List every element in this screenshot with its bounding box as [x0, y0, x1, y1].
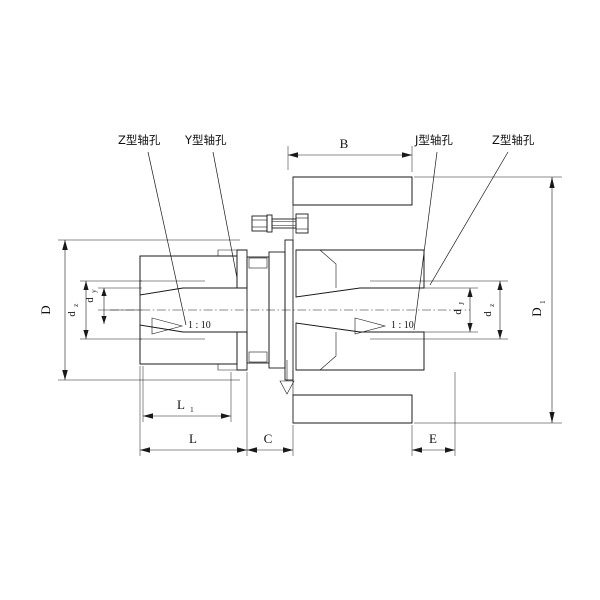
dim-B-arrow-right — [402, 152, 412, 158]
dim-D1-sub: 1 — [538, 300, 547, 304]
dim-dz-right-label: d — [483, 311, 494, 317]
dimension-D: D — [38, 239, 240, 381]
right-hub-assembly — [292, 176, 425, 424]
dimension-L: L — [139, 366, 248, 456]
leader-z-left — [147, 151, 187, 326]
dim-L1-label: L — [177, 397, 185, 412]
dim-dy-left-label: d — [85, 297, 96, 303]
dim-C-arrow-right — [283, 447, 293, 453]
dimension-B: B — [287, 136, 413, 172]
dim-B-label: B — [340, 136, 349, 151]
dim-L1-arrow-left — [143, 413, 153, 419]
hub-internal-step-bottom — [319, 332, 337, 371]
leader-j-right — [413, 151, 438, 331]
callout-z-bore-right: Z型轴孔 — [492, 133, 535, 147]
dim-dz-arrow-top — [83, 281, 89, 290]
right-bore-lower-profile — [295, 322, 424, 333]
callout-j-bore-right: J型轴孔 — [414, 133, 453, 147]
dim-E-arrow-right — [445, 447, 455, 453]
keyway-wedge-marker — [279, 380, 295, 395]
dim-dz-right-sub: z — [487, 303, 496, 307]
dim-dzr-arrow-top — [497, 281, 503, 290]
dimension-E: E — [411, 372, 456, 456]
left-bore-lower-profile — [139, 324, 237, 333]
dim-L1-sub: 1 — [190, 405, 194, 414]
dimension-dz-left: d z — [67, 280, 142, 340]
dim-L-arrow-left — [140, 447, 150, 453]
dimension-D1: D 1 — [414, 176, 562, 424]
right-flange-upper-section — [292, 176, 413, 206]
taper-annotation-right: 1 : 10 — [354, 317, 414, 335]
right-flange-lower-section — [292, 394, 413, 424]
dim-C-arrow-left — [247, 447, 257, 453]
dim-dy-left-sub: y — [89, 289, 98, 293]
dim-dj-arrow-top — [467, 288, 473, 297]
left-bore-upper-profile — [139, 287, 237, 296]
left-hub-bottom-step — [217, 364, 237, 371]
leader-y-left — [212, 151, 238, 279]
dim-D-arrow-bottom — [62, 370, 68, 380]
taper-note-left: 1 : 10 — [188, 320, 211, 331]
dim-dj-arrow-bottom — [467, 323, 473, 332]
dim-L-arrow-right — [237, 447, 247, 453]
dim-dy-arrow-bottom — [101, 316, 107, 324]
dimension-dy-left: d y — [85, 287, 142, 324]
dim-D-label: D — [38, 305, 53, 314]
taper-annotation-left: 1 : 10 — [151, 317, 211, 335]
dim-dz-left-label: d — [67, 311, 78, 317]
left-hub-upper-section — [139, 255, 238, 296]
dim-dz-arrow-bottom — [83, 330, 89, 339]
dim-dz-left-sub: z — [71, 303, 80, 307]
rubber-ring-upper — [248, 257, 268, 269]
dim-B-arrow-left — [288, 152, 298, 158]
leader-z-right — [429, 151, 509, 286]
dimension-C: C — [247, 425, 294, 456]
right-hub-upper-section — [295, 249, 425, 298]
dim-D1-label: D — [529, 307, 544, 316]
dimension-dj-right: d J — [424, 287, 478, 333]
right-bore-upper-profile — [295, 287, 424, 298]
dim-L-label: L — [189, 431, 197, 446]
bolt-shank — [271, 218, 297, 229]
dim-L1-arrow-right — [221, 413, 231, 419]
bolt-washer — [266, 214, 273, 233]
dim-dzr-arrow-bottom — [497, 330, 503, 339]
dim-D1-arrow-top — [549, 177, 555, 188]
rubber-ring-lower — [248, 351, 268, 363]
dim-E-label: E — [429, 431, 437, 446]
hub-internal-step-top — [319, 249, 337, 288]
taper-symbol-left — [151, 317, 184, 335]
dim-dj-right-sub: J — [457, 302, 466, 305]
dim-D-arrow-top — [62, 240, 68, 250]
bolt-head — [295, 213, 309, 234]
dim-dy-arrow-top — [101, 288, 107, 296]
dim-C-label: C — [264, 431, 273, 446]
dimension-L1: L 1 — [142, 366, 232, 422]
taper-symbol-right — [354, 317, 387, 335]
left-flange-upper — [236, 249, 248, 289]
hex-nut — [251, 215, 268, 232]
dimension-dz-right: d z — [424, 280, 508, 340]
bolt-nut-assembly — [251, 213, 309, 234]
left-flange-lower — [236, 331, 248, 371]
taper-note-right: 1 : 10 — [391, 320, 414, 331]
callout-z-bore-left: Z型轴孔 — [118, 133, 161, 147]
dim-dj-right-label: d — [453, 309, 464, 315]
left-hub-top-step — [217, 249, 237, 256]
dim-E-arrow-left — [412, 447, 422, 453]
callout-y-bore-left: Y型轴孔 — [184, 133, 227, 147]
dim-D1-arrow-bottom — [549, 412, 555, 423]
